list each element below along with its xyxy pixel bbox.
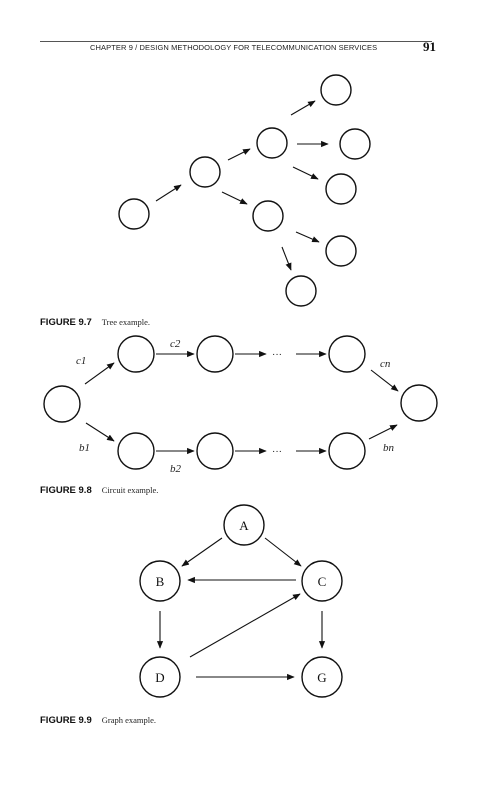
figure-9-9-graph: A B C D G: [139, 504, 343, 698]
graph-node-label-g: G: [317, 670, 326, 685]
figure-9-8-circuit: ··· ··· c1 c2 cn b1 b2 bn: [43, 335, 438, 475]
figure-9-9-caption: FIGURE 9.9 Graph example.: [40, 710, 156, 728]
graph-edge-d-c: [189, 593, 301, 658]
tree-node-lower: [252, 200, 284, 232]
tree-edge: [295, 231, 320, 243]
circuit-bottom-node-2: [196, 432, 234, 470]
circuit-top-node-n: [328, 335, 366, 373]
graph-edge-a-c: [264, 537, 302, 567]
edge-label-c2: c2: [170, 338, 181, 350]
circuit-edge-b1: [85, 422, 115, 442]
tree-edge: [290, 100, 316, 116]
circuit-edge-bn: [368, 424, 398, 440]
graph-node-g: [301, 656, 343, 698]
graph-node-c: [301, 560, 343, 602]
circuit-sink-node: [400, 384, 438, 422]
graph-node-a: [223, 504, 265, 546]
graph-node-label-d: D: [155, 670, 164, 685]
edge-label-c1: c1: [76, 355, 86, 367]
tree-leaf-bottom: [285, 275, 317, 307]
tree-leaf-mid-right: [325, 173, 357, 205]
graph-node-label-b: B: [156, 574, 165, 589]
tree-edge: [292, 166, 319, 180]
tree-edge: [155, 184, 182, 202]
figure-label: FIGURE 9.9: [40, 715, 92, 726]
circuit-bottom-ellipsis: ···: [272, 446, 282, 457]
circuit-bottom-node-1: [117, 432, 155, 470]
edge-label-b2: b2: [170, 463, 182, 475]
circuit-top-ellipsis: ···: [272, 349, 282, 360]
graph-node-b: [139, 560, 181, 602]
graph-edge-a-b: [181, 537, 223, 567]
figure-caption-text: Graph example.: [101, 715, 157, 725]
circuit-edge-c1: [84, 362, 115, 385]
figure-9-7-tree: [118, 74, 371, 307]
tree-edge: [281, 246, 292, 271]
circuit-top-node-2: [196, 335, 234, 373]
figure-caption-text: Circuit example.: [101, 485, 159, 495]
tree-leaf-lower-right: [325, 235, 357, 267]
header-rule: [40, 41, 432, 42]
figure-label: FIGURE 9.7: [40, 317, 92, 328]
tree-edge: [221, 191, 248, 205]
tree-edge: [227, 148, 251, 161]
figure-9-8-caption: FIGURE 9.8 Circuit example.: [40, 480, 158, 498]
tree-node-upper: [256, 127, 288, 159]
edge-label-b1: b1: [79, 442, 90, 454]
edge-label-bn: bn: [383, 442, 395, 454]
figure-9-7-caption: FIGURE 9.7 Tree example.: [40, 312, 150, 330]
page-number: 91: [423, 39, 436, 54]
graph-node-label-c: C: [318, 574, 327, 589]
graph-node-d: [139, 656, 181, 698]
circuit-bottom-node-n: [328, 432, 366, 470]
circuit-top-node-1: [117, 335, 155, 373]
figure-caption-text: Tree example.: [101, 317, 151, 327]
circuit-source-node: [43, 385, 81, 423]
running-head: CHAPTER 9 / DESIGN METHODOLOGY FOR TELEC…: [90, 43, 378, 52]
tree-node-level1: [189, 156, 221, 188]
tree-leaf-top: [320, 74, 352, 106]
tree-leaf-upper-right: [339, 128, 371, 160]
figure-label: FIGURE 9.8: [40, 485, 92, 496]
circuit-edge-cn: [370, 369, 399, 392]
tree-node-root: [118, 198, 150, 230]
graph-node-label-a: A: [239, 518, 249, 533]
edge-label-cn: cn: [380, 358, 391, 370]
